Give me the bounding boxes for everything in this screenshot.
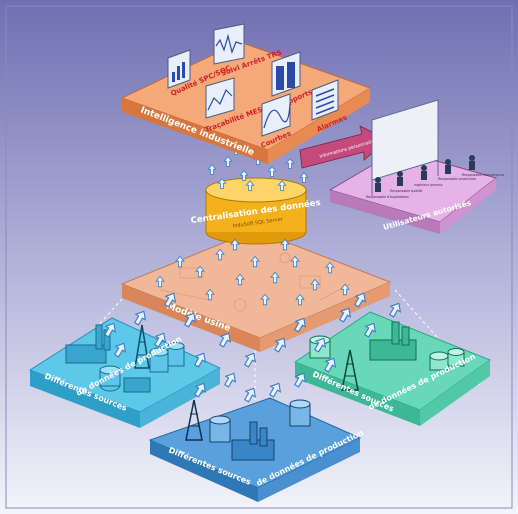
alarm-list-icon (315, 88, 335, 115)
user-role-5: Responsable maintenance (462, 173, 504, 177)
users-layer: Responsable d'exploitation Responsable q… (328, 99, 504, 234)
user-role-3: Ingénieur process (414, 183, 443, 187)
curve-icon (263, 103, 291, 129)
source-right: Différentes sources de données de produc… (293, 311, 492, 426)
pylon-icon (341, 349, 359, 391)
trend-icon (207, 88, 233, 111)
user-roles: Responsable d'exploitation Responsable q… (366, 173, 504, 199)
user-icons (375, 155, 475, 192)
waveform-icon (215, 33, 243, 54)
pylon-icon (134, 324, 150, 369)
bar-chart-icon (172, 62, 185, 82)
module-courbes: Courbes (260, 93, 292, 150)
report-icon (276, 62, 295, 90)
user-role-1: Responsable d'exploitation (366, 195, 409, 199)
pylon-icon (185, 399, 203, 441)
database-cylinder: Centralisation des données InduSoft SQL … (190, 177, 321, 245)
frame (5, 5, 513, 509)
intelligence-layer: Intelligence industrielle Qualité SPC/SQ… (120, 23, 372, 164)
user-role-2: Responsable qualité (390, 189, 422, 193)
user-role-4: Responsable production (438, 177, 476, 181)
source-left: Différentes sources de données de produc… (28, 317, 222, 428)
